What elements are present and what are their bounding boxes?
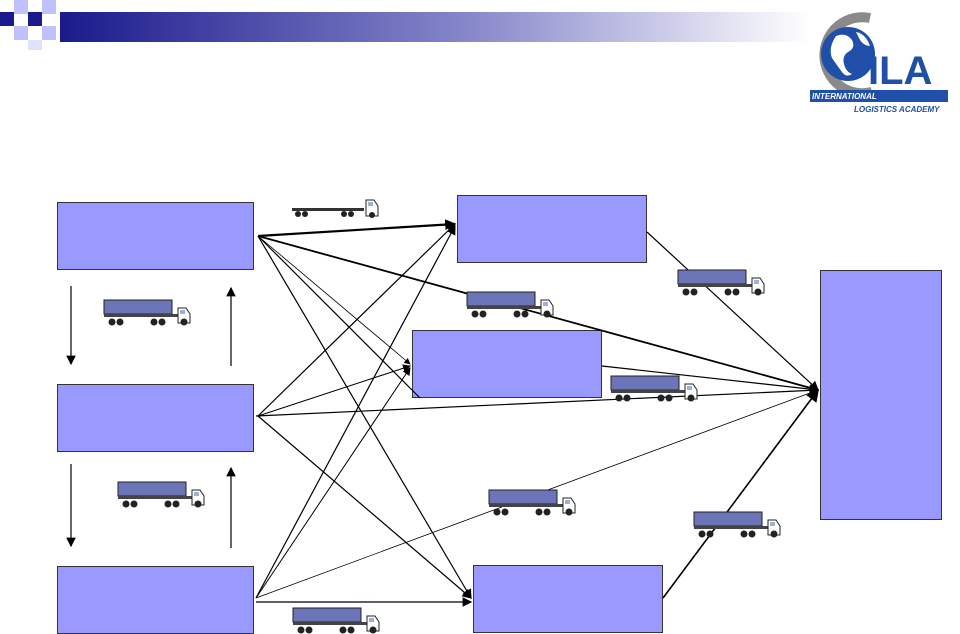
link-lt-cb [257,235,472,600]
logo-line1: INTERNATIONAL [812,92,877,101]
link-lm-lt [257,235,421,399]
logo-letters: ILA [868,49,932,93]
flatbed-truck-icon [291,199,379,219]
link-lb-ct [255,224,456,599]
node-center-middle [412,330,602,398]
logo-line2: LOGISTICS ACADEMY [854,105,940,114]
truck-icon [693,511,781,538]
truck-icon [292,607,380,634]
link-lt-cm [257,235,411,365]
header-banner [0,0,810,50]
node-left-middle [57,384,254,452]
link-cb-lb [255,595,472,599]
link-lm-right [255,385,820,417]
node-left-bottom [57,566,254,634]
link-lt-ct [257,219,457,238]
link-cm-right [601,365,820,394]
ila-logo: ILA INTERNATIONAL LOGISTICS ACADEMY [810,12,948,114]
truck-icon [677,269,765,296]
link-lm-cm [257,364,411,417]
node-left-top [57,202,254,270]
link-right-lm [255,389,819,419]
truck-icon [117,481,205,508]
node-center-bottom [473,565,663,633]
truck-icon [103,299,191,326]
link-lm-cb [257,415,472,599]
truck-icon [488,489,576,516]
link-cb-right [662,388,819,599]
node-right [820,270,942,520]
link-ct-right [646,231,819,391]
link-lt-right [257,235,819,391]
link-lb-cm [255,367,411,599]
link-ct-lt [255,223,456,237]
node-center-top [457,195,647,263]
link-lm-ct [257,223,456,417]
